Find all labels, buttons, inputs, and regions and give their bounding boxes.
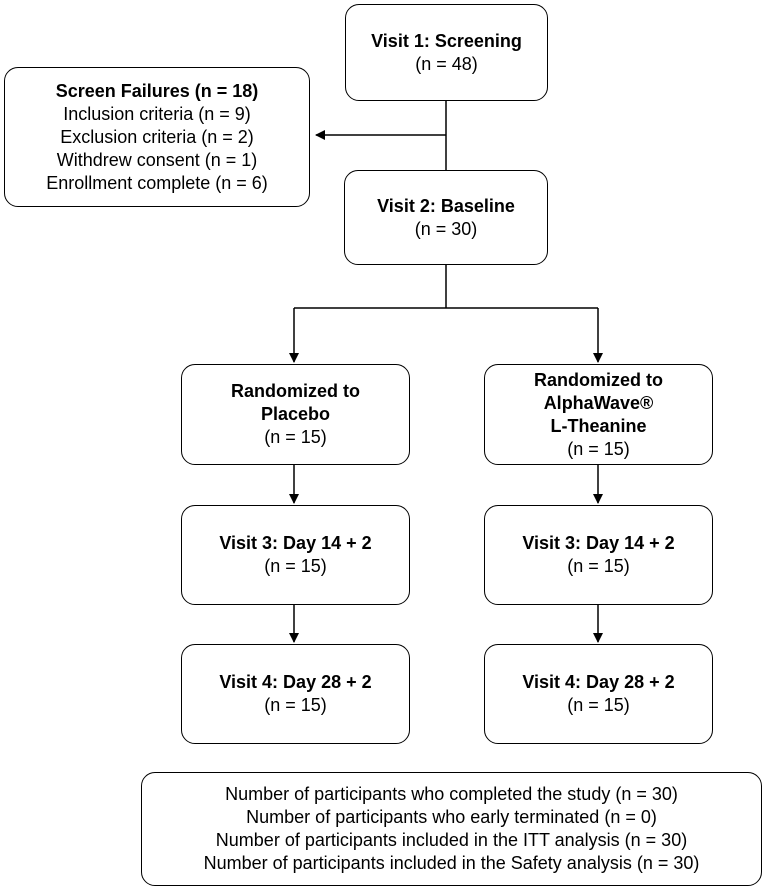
visit2-count: (n = 30) [414,218,478,239]
placebo-visit3-count: (n = 15) [264,556,327,576]
theanine-visit3-title: Visit 3: Day 14 + 2 [522,533,675,553]
summary-line: Number of participants included in the S… [203,853,700,873]
placebo-visit4-box: Visit 4: Day 28 + 2 (n = 15) [181,644,410,744]
randomized-placebo-title-line1: Randomized to [231,381,360,401]
visit2-box: Visit 2: Baseline (n = 30) [344,170,548,265]
summary-line: Number of participants who completed the… [225,784,678,804]
summary-line: Number of participants included in the I… [215,830,688,850]
theanine-visit4-title: Visit 4: Day 28 + 2 [522,672,675,692]
screen-failure-reason: Withdrew consent (n = 1) [56,149,258,170]
randomized-placebo-title-line2: Placebo [260,404,331,424]
visit2-title: Visit 2: Baseline [377,195,515,216]
randomized-theanine-title-line3: L-Theanine [550,415,647,436]
randomized-placebo-count: (n = 15) [264,427,327,447]
theanine-visit4-count: (n = 15) [567,695,630,715]
randomized-theanine-count: (n = 15) [567,438,630,459]
screen-failures-title: Screen Failures (n = 18) [55,80,259,101]
visit1-box: Visit 1: Screening (n = 48) [345,4,548,101]
theanine-visit3-count: (n = 15) [567,556,630,576]
placebo-visit4-count: (n = 15) [264,695,327,715]
placebo-visit3-title: Visit 3: Day 14 + 2 [219,533,372,553]
theanine-visit4-box: Visit 4: Day 28 + 2 (n = 15) [484,644,713,744]
summary-line: Number of participants who early termina… [246,807,657,827]
visit1-count: (n = 48) [415,53,478,74]
visit1-title: Visit 1: Screening [371,30,522,51]
theanine-visit3-box: Visit 3: Day 14 + 2 (n = 15) [484,505,713,605]
randomized-placebo-box: Randomized to Placebo (n = 15) [181,364,410,465]
summary-box: Number of participants who completed the… [141,772,762,886]
randomized-theanine-title-line1: Randomized to [534,369,663,390]
screen-failure-reason: Exclusion criteria (n = 2) [60,126,254,147]
screen-failure-reason: Inclusion criteria (n = 9) [63,103,251,124]
randomized-theanine-box: Randomized to AlphaWave® L-Theanine (n =… [484,364,713,465]
placebo-visit4-title: Visit 4: Day 28 + 2 [219,672,372,692]
screen-failure-reason: Enrollment complete (n = 6) [46,172,268,193]
randomized-theanine-title-line2: AlphaWave® [543,392,654,413]
screen-failures-box: Screen Failures (n = 18) Inclusion crite… [4,67,310,207]
placebo-visit3-box: Visit 3: Day 14 + 2 (n = 15) [181,505,410,605]
